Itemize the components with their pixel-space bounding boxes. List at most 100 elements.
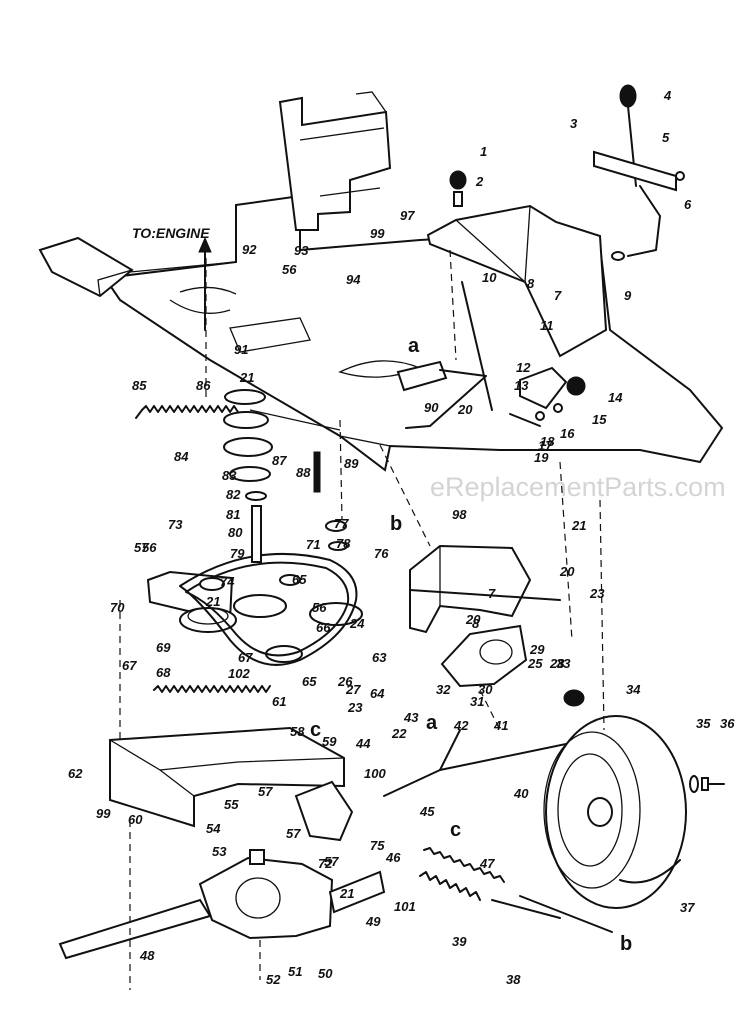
part-callout-99: 99 — [370, 226, 385, 241]
part-callout-3: 3 — [570, 116, 578, 131]
clutch-pedal — [396, 360, 487, 429]
part-callout-42: 42 — [453, 718, 469, 733]
part-callout-64: 64 — [370, 686, 385, 701]
part-callout-69: 69 — [156, 640, 171, 655]
idler-pulley-stack — [223, 389, 273, 501]
belt-pulley-assembly — [146, 451, 363, 666]
brake-rod-spring — [419, 847, 613, 933]
part-callout-52: 52 — [266, 972, 281, 987]
part-callout-90: 90 — [424, 400, 439, 415]
part-callout-59: 59 — [322, 734, 337, 749]
seat-bracket — [278, 91, 392, 231]
part-callout-15: 15 — [592, 412, 607, 427]
part-callout-81: 81 — [226, 507, 240, 522]
part-callout-26: 26 — [337, 674, 353, 689]
part-callout-91: 91 — [234, 342, 248, 357]
lift-linkage — [509, 366, 586, 427]
part-callout-73: 73 — [168, 517, 183, 532]
part-callout-39: 39 — [452, 934, 467, 949]
reference-letter-a: a — [426, 712, 438, 734]
part-callout-66: 66 — [316, 620, 331, 635]
part-callout-77: 77 — [334, 516, 349, 531]
part-callout-43: 43 — [403, 710, 419, 725]
part-callout-70: 70 — [110, 600, 125, 615]
part-callout-100: 100 — [364, 766, 386, 781]
part-callout-45: 45 — [419, 804, 435, 819]
part-callout-87: 87 — [272, 453, 287, 468]
part-callout-22: 22 — [391, 726, 407, 741]
reference-letter-c: c — [310, 719, 321, 741]
part-callout-71: 71 — [306, 537, 320, 552]
part-callout-34: 34 — [626, 682, 641, 697]
part-callout-21: 21 — [205, 594, 220, 609]
part-callout-32: 32 — [436, 682, 451, 697]
part-callout-20: 20 — [465, 612, 481, 627]
part-callout-60: 60 — [128, 812, 143, 827]
part-callout-17: 17 — [538, 438, 553, 453]
part-callout-51: 51 — [288, 964, 302, 979]
part-callout-25: 25 — [527, 656, 543, 671]
part-callout-19: 19 — [534, 450, 549, 465]
part-callout-57: 57 — [286, 826, 301, 841]
part-callout-18: 18 — [540, 434, 555, 449]
part-callout-23: 23 — [347, 700, 363, 715]
part-callout-56: 56 — [312, 600, 327, 615]
part-callout-46: 46 — [385, 850, 401, 865]
dashed-assembly-lines — [119, 249, 605, 990]
to-engine-arrow — [198, 236, 212, 331]
part-callout-94: 94 — [346, 272, 361, 287]
part-callout-58: 58 — [290, 724, 305, 739]
part-callout-65: 65 — [302, 674, 317, 689]
part-callout-83: 83 — [222, 468, 237, 483]
part-callout-14: 14 — [608, 390, 623, 405]
part-callout-5: 5 — [662, 130, 670, 145]
part-callout-44: 44 — [355, 736, 371, 751]
part-callout-27: 27 — [345, 682, 361, 697]
to-engine-label: TO:ENGINE — [132, 225, 210, 241]
part-callout-84: 84 — [174, 449, 189, 464]
part-callout-56: 56 — [142, 540, 157, 555]
part-callout-65: 65 — [292, 572, 307, 587]
spring-68 — [153, 685, 271, 693]
console-cover — [426, 204, 608, 358]
reference-letter-c: c — [450, 819, 461, 841]
part-callout-99: 99 — [96, 806, 111, 821]
part-callout-93: 93 — [294, 243, 309, 258]
part-callout-4: 4 — [663, 88, 672, 103]
part-callout-67: 67 — [238, 650, 253, 665]
part-callout-54: 54 — [206, 821, 221, 836]
part-callout-101: 101 — [394, 899, 416, 914]
part-callout-30: 30 — [478, 682, 493, 697]
part-callout-57: 57 — [258, 784, 273, 799]
part-callout-7: 7 — [488, 586, 496, 601]
transaxle — [58, 849, 386, 960]
part-callout-57: 57 — [134, 540, 149, 555]
part-callout-6: 6 — [684, 197, 692, 212]
part-callout-2: 2 — [475, 174, 484, 189]
part-callout-28: 28 — [549, 656, 565, 671]
part-callout-16: 16 — [560, 426, 575, 441]
part-callout-41: 41 — [493, 718, 508, 733]
part-callout-88: 88 — [296, 465, 311, 480]
part-callout-20: 20 — [457, 402, 473, 417]
part-callout-61: 61 — [272, 694, 286, 709]
part-callout-63: 63 — [372, 650, 387, 665]
part-callout-56: 56 — [282, 262, 297, 277]
part-callout-31: 31 — [470, 694, 484, 709]
part-callouts: 1234567788910111213141516171819202020212… — [68, 88, 735, 987]
part-callout-79: 79 — [230, 546, 245, 561]
part-callout-57: 57 — [324, 854, 339, 869]
part-callout-80: 80 — [228, 525, 243, 540]
spring-87 — [135, 405, 341, 431]
rear-wheel — [543, 715, 687, 909]
part-callout-20: 20 — [559, 564, 575, 579]
part-callout-72: 72 — [318, 856, 333, 871]
shift-lever-assembly — [593, 84, 685, 261]
reference-letter-b: b — [620, 933, 632, 955]
part-callout-33: 33 — [556, 656, 571, 671]
bracket-59 — [294, 780, 354, 842]
mounting-plate — [109, 726, 345, 828]
part-callout-92: 92 — [242, 242, 257, 257]
